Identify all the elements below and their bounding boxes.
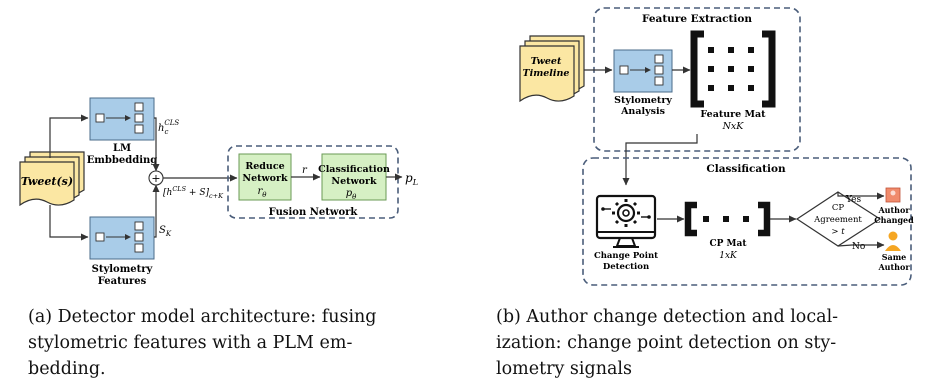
- output-label: pL: [405, 171, 418, 187]
- timeline-label-2: Timeline: [523, 68, 570, 79]
- plus-symbol: +: [151, 172, 160, 185]
- class-symbol: pθ: [346, 188, 357, 201]
- lm-title: LM: [113, 143, 131, 154]
- stylo-analysis-title: Stylometry: [614, 95, 672, 106]
- classification-network-block: Classification Network pθ: [318, 153, 390, 201]
- same-author-icon: Same Author: [877, 231, 910, 272]
- featmat-to-cpd-arrow: [622, 134, 698, 186]
- caption-b: (b) Author change detection and local- i…: [496, 307, 839, 379]
- cp-matrix: CP Mat 1xK: [684, 201, 771, 261]
- class-subtitle: Network: [331, 176, 377, 187]
- no-label: No: [852, 242, 865, 252]
- author-changed-icon: Author Changed: [874, 187, 914, 225]
- reduce-subtitle: Network: [242, 173, 288, 184]
- panel-b-diagram: Feature Extraction Tweet Timeline Stylom…: [519, 7, 914, 286]
- feature-extraction-container: [593, 7, 801, 152]
- cpmat-title: CP Mat: [709, 239, 747, 249]
- fusion-network-container: [227, 145, 399, 219]
- cp-label-3: > t: [831, 227, 845, 237]
- fusion-network-label: Fusion Network: [269, 207, 359, 218]
- featmat-dims: NxK: [722, 121, 745, 132]
- stylo-to-concat-arrow: [152, 184, 160, 238]
- same-author-l1: Same: [882, 252, 907, 262]
- reduce-network-block: Reduce Network rθ: [238, 153, 292, 201]
- cpmat-dims: 1xK: [719, 251, 738, 261]
- class-title: Classification: [318, 164, 390, 175]
- author-changed-l2: Changed: [874, 215, 914, 225]
- author-changed-l1: Author: [877, 205, 910, 215]
- reduce-symbol: rθ: [258, 186, 268, 199]
- tweet-timeline-stack: Tweet Timeline: [519, 35, 585, 103]
- s-label: SK: [159, 225, 172, 238]
- lm-to-concat-arrow: [152, 117, 160, 172]
- cpd-title: Change Point: [594, 251, 658, 261]
- concat-label: [hCLS + S]c+K: [163, 185, 224, 200]
- same-author-l2: Author: [877, 262, 910, 272]
- tweet-label: Tweet(s): [21, 175, 73, 188]
- yes-label: Yes: [845, 195, 861, 205]
- cpd-subtitle: Detection: [603, 262, 649, 272]
- change-point-detection-icon: Change Point Detection: [594, 194, 658, 272]
- stylo-subtitle: Features: [98, 276, 147, 287]
- no-arrow: [837, 241, 885, 249]
- cp-label-1: CP: [832, 203, 845, 213]
- featmat-title: Feature Mat: [700, 109, 766, 120]
- lm-embedding-block: LM Embbedding: [87, 97, 158, 166]
- r-label: r: [302, 165, 308, 176]
- tweet-to-stylo-arrow: [49, 205, 89, 241]
- timeline-label-1: Tweet: [531, 56, 562, 67]
- concat-node: +: [148, 170, 164, 186]
- stylo-title: Stylometry: [92, 264, 154, 275]
- feature-extraction-title: Feature Extraction: [642, 13, 752, 25]
- classification-container: [582, 157, 912, 286]
- lm-subtitle: Embbedding: [87, 155, 158, 166]
- stylometry-features-block: Stylometry Features: [89, 216, 155, 287]
- tweet-to-lm-arrow: [49, 114, 89, 158]
- h-label: hcCLS: [158, 119, 179, 136]
- reduce-title: Reduce: [245, 161, 284, 172]
- yes-arrow: [837, 192, 885, 200]
- stylometry-analysis-block: Stylometry Analysis: [613, 49, 673, 117]
- stylo-analysis-subtitle: Analysis: [620, 106, 665, 117]
- cp-label-2: Agreement: [813, 215, 862, 225]
- panel-a-diagram: Tweet(s) LM Embbedding Stylometry Featur…: [19, 97, 418, 287]
- tweet-document-stack: Tweet(s): [19, 151, 85, 207]
- caption-a: (a) Detector model architecture: fusing …: [28, 307, 377, 379]
- classification-title: Classification: [706, 163, 786, 175]
- feature-matrix: Feature Mat NxK: [690, 30, 776, 132]
- cp-agreement-decision: CP Agreement > t: [795, 191, 882, 247]
